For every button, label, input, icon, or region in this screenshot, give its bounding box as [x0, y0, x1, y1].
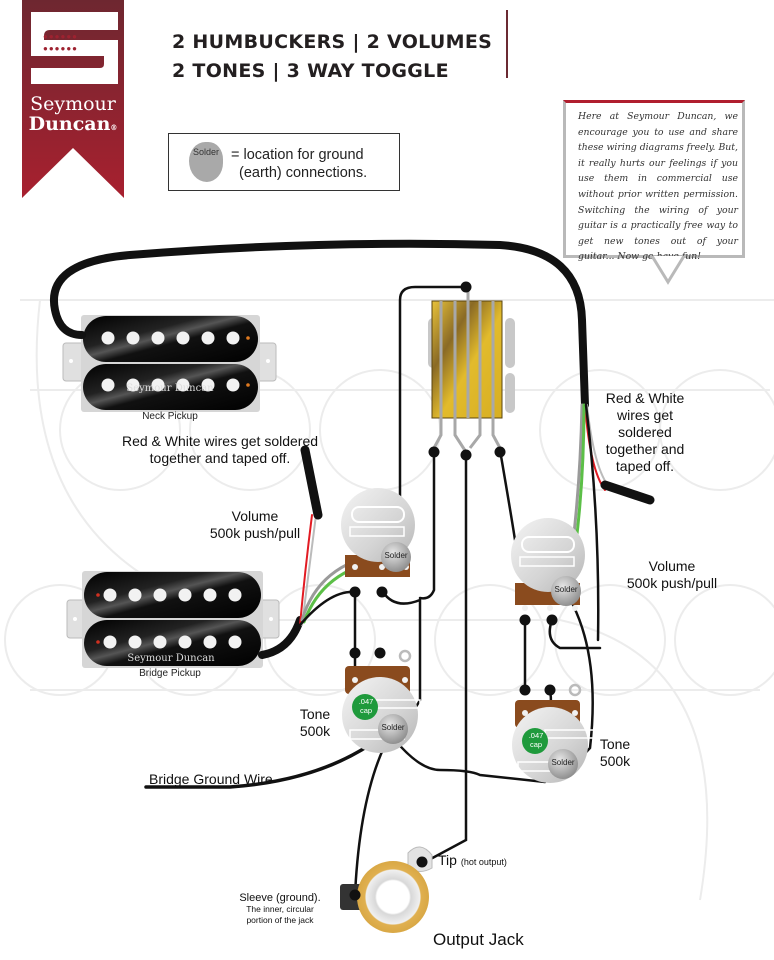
sleeve-line2: The inner, circular: [246, 904, 314, 914]
legend-line1: = location for ground: [231, 147, 364, 163]
sleeve-line1: Sleeve (ground).: [239, 892, 321, 904]
legend-description: = location for ground (earth) connection…: [231, 146, 367, 182]
neck-pickup-cable: [49, 239, 589, 409]
bridge-pickup-label: Bridge Pickup: [139, 668, 201, 679]
page-title: 2 HUMBUCKERS | 2 VOLUMES 2 TONES | 3 WAY…: [172, 28, 492, 86]
left-volume-solder-label: Solder: [384, 551, 408, 560]
right-taped-line: taped off.: [615, 458, 675, 474]
brand-name-line1: Seymour: [30, 93, 116, 115]
left-taped-line1: Red & White wires get soldered: [121, 433, 319, 449]
neck-pickup-label: Neck Pickup: [142, 411, 198, 422]
cap-value: .047: [528, 731, 544, 740]
brand-name: Seymour Duncan®: [22, 94, 124, 138]
logo-poles: ●●●●●●●●●●●●: [43, 32, 78, 53]
cap-text: cap: [529, 740, 543, 749]
left-tone-label: Tone 500k: [290, 706, 340, 740]
registered-mark: ®: [110, 123, 118, 132]
left-taped-off-label: Red & White wires get soldered together …: [105, 433, 335, 467]
left-volume-line1: Volume: [231, 508, 279, 524]
right-taped-line: Red & White: [605, 390, 685, 406]
right-tone-solder-label: Solder: [551, 758, 575, 767]
right-taped-off-label: Red & White wires get soldered together …: [595, 390, 695, 475]
sleeve-label: Sleeve (ground). The inner, circular por…: [225, 892, 335, 926]
left-tone-cap-label: .047 cap: [355, 697, 377, 715]
right-taped-line: together and: [605, 441, 685, 457]
left-tone-solder-label: Solder: [381, 723, 405, 732]
logo-s-mark: [31, 12, 118, 84]
seymour-duncan-logo: [22, 0, 124, 198]
cap-value: .047: [358, 697, 374, 706]
solder-symbol-label: Solder: [192, 147, 219, 157]
usage-note: Here at Seymour Duncan, we encourage you…: [563, 100, 745, 262]
capacitor: [352, 694, 378, 720]
left-volume-pot: [341, 488, 415, 598]
right-taped-line: wires get: [616, 407, 674, 423]
neck-pickup: [62, 315, 277, 412]
right-volume-label: Volume 500k push/pull: [612, 558, 732, 592]
solder-point: [378, 714, 408, 744]
neck-pole-pieces: [101, 331, 240, 392]
brand-name-line2: Duncan®: [22, 114, 124, 138]
right-tone-line1: Tone: [599, 736, 631, 752]
left-tone-pot: [342, 647, 421, 753]
capacitor: [522, 728, 548, 754]
tip-text: Tip: [438, 852, 457, 868]
bridge-pickup: [66, 571, 280, 668]
solder-symbol: [189, 142, 223, 182]
left-tone-line1: Tone: [299, 706, 331, 722]
output-jack: [340, 846, 433, 933]
right-volume-line1: Volume: [648, 558, 696, 574]
brand-duncan: Duncan: [28, 113, 111, 135]
cap-text: cap: [359, 706, 373, 715]
solder-point: [548, 749, 578, 779]
neck-pickup-brand: Seymour Duncan: [126, 383, 214, 394]
title-line2: 2 TONES | 3 WAY TOGGLE: [172, 60, 449, 82]
bridge-ground-label: Bridge Ground Wire: [149, 771, 273, 787]
solder-legend: Solder = location for ground (earth) con…: [168, 133, 400, 191]
solder-point: [551, 576, 581, 606]
legend-line2: (earth) connections.: [239, 165, 368, 181]
usage-note-text: Here at Seymour Duncan, we encourage you…: [578, 111, 738, 263]
bridge-pickup-brand: Seymour Duncan: [127, 653, 215, 664]
left-tone-line2: 500k: [299, 723, 331, 739]
right-volume-line2: 500k push/pull: [626, 575, 718, 591]
right-tone-label: Tone 500k: [590, 736, 640, 770]
right-tone-cap-label: .047 cap: [525, 731, 547, 749]
bridge-pole-pieces: [103, 588, 242, 649]
solder-point: [381, 542, 411, 572]
switch-lug-points: [428, 281, 506, 461]
right-volume-pot: [511, 518, 585, 626]
title-line1: 2 HUMBUCKERS | 2 VOLUMES: [172, 31, 493, 53]
right-tone-pot: [512, 683, 596, 783]
right-volume-solder-label: Solder: [554, 585, 578, 594]
three-way-toggle-switch: [428, 285, 515, 453]
right-tone-line2: 500k: [599, 753, 631, 769]
left-volume-label: Volume 500k push/pull: [195, 508, 315, 542]
left-volume-line2: 500k push/pull: [209, 525, 301, 541]
left-taped-line2: together and taped off.: [149, 450, 291, 466]
tip-note: (hot output): [460, 857, 507, 867]
sleeve-line3: portion of the jack: [246, 915, 314, 925]
output-jack-label: Output Jack: [433, 930, 524, 949]
right-taped-line: soldered: [618, 424, 672, 440]
title-divider: [506, 10, 508, 78]
bridge-pickup-cable: [258, 616, 304, 659]
note-pointer: [650, 255, 686, 285]
tip-label: Tip (hot output): [438, 852, 507, 868]
